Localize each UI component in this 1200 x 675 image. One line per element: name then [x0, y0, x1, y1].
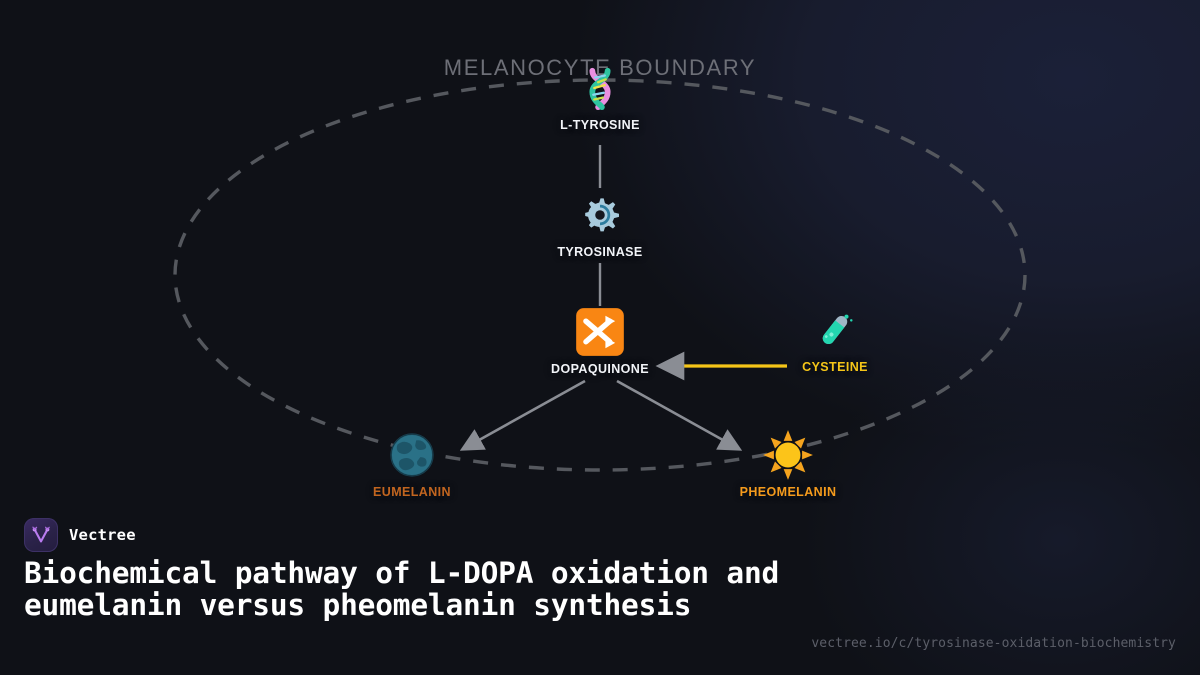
shuffle-icon — [574, 306, 626, 358]
node-pheomelanin[interactable]: PHEOMELANIN — [708, 429, 868, 499]
node-eumelanin[interactable]: EUMELANIN — [332, 429, 492, 499]
gear-icon — [574, 189, 626, 241]
node-tyrosinase[interactable]: TYROSINASE — [520, 189, 680, 259]
edge-dopaquinone-eumelanin — [459, 379, 586, 451]
test-tube-icon — [809, 304, 861, 356]
node-label-cysteine: CYSTEINE — [802, 360, 868, 374]
page-title: Biochemical pathway of L-DOPA oxidation … — [24, 556, 780, 623]
brand-name: Vectree — [69, 526, 136, 544]
vectree-logo-icon — [24, 518, 58, 552]
source-url: vectree.io/c/tyrosinase-oxidation-bioche… — [811, 636, 1176, 651]
node-label-l-tyrosine: L-TYROSINE — [560, 118, 640, 132]
brand[interactable]: Vectree — [24, 518, 136, 552]
node-cysteine[interactable]: CYSTEINE — [755, 304, 915, 374]
edge-dopaquinone-pheomelanin — [616, 379, 743, 451]
melanocyte-boundary-ellipse — [173, 78, 1027, 472]
sun-icon — [762, 429, 814, 481]
node-label-dopaquinone: DOPAQUINONE — [551, 362, 649, 376]
node-l-tyrosine[interactable]: L-TYROSINE — [520, 62, 680, 132]
dna-icon — [574, 62, 626, 114]
footer: Vectree Biochemical pathway of L-DOPA ox… — [0, 510, 1200, 675]
node-dopaquinone[interactable]: DOPAQUINONE — [520, 306, 680, 376]
node-label-pheomelanin: PHEOMELANIN — [739, 485, 837, 499]
node-label-eumelanin: EUMELANIN — [373, 485, 451, 499]
globe-icon — [386, 429, 438, 481]
node-label-tyrosinase: TYROSINASE — [557, 245, 643, 259]
